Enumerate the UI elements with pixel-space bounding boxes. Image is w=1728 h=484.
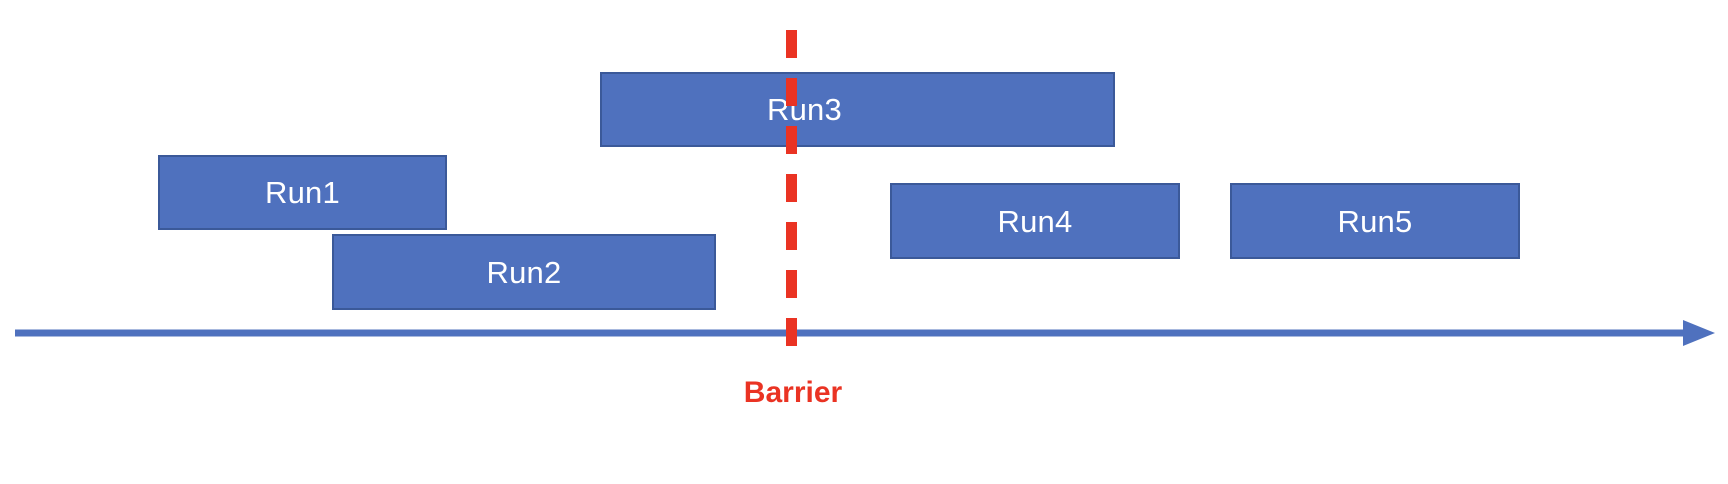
run-bar-run1[interactable]: Run1 [158, 155, 447, 230]
timeline-axis-arrow [15, 320, 1715, 346]
run-bar-label: Run3 [767, 92, 842, 127]
run-bar-run2[interactable]: Run2 [332, 234, 716, 310]
run-bar-label: Run1 [265, 175, 340, 210]
run-bar-label: Run4 [997, 203, 1073, 239]
run-bar-label: Run5 [1337, 203, 1413, 239]
timeline-arrowhead-icon [1683, 320, 1715, 346]
run-bar-label: Run2 [486, 254, 562, 290]
barrier-dashed-line [786, 30, 797, 366]
barrier-label-wrapper: Barrier [0, 378, 1728, 408]
run-bar-run3[interactable]: Run3 [600, 72, 1115, 147]
run-bar-run5[interactable]: Run5 [1230, 183, 1520, 259]
barrier-label: Barrier [743, 376, 843, 409]
run-bar-run4[interactable]: Run4 [890, 183, 1180, 259]
